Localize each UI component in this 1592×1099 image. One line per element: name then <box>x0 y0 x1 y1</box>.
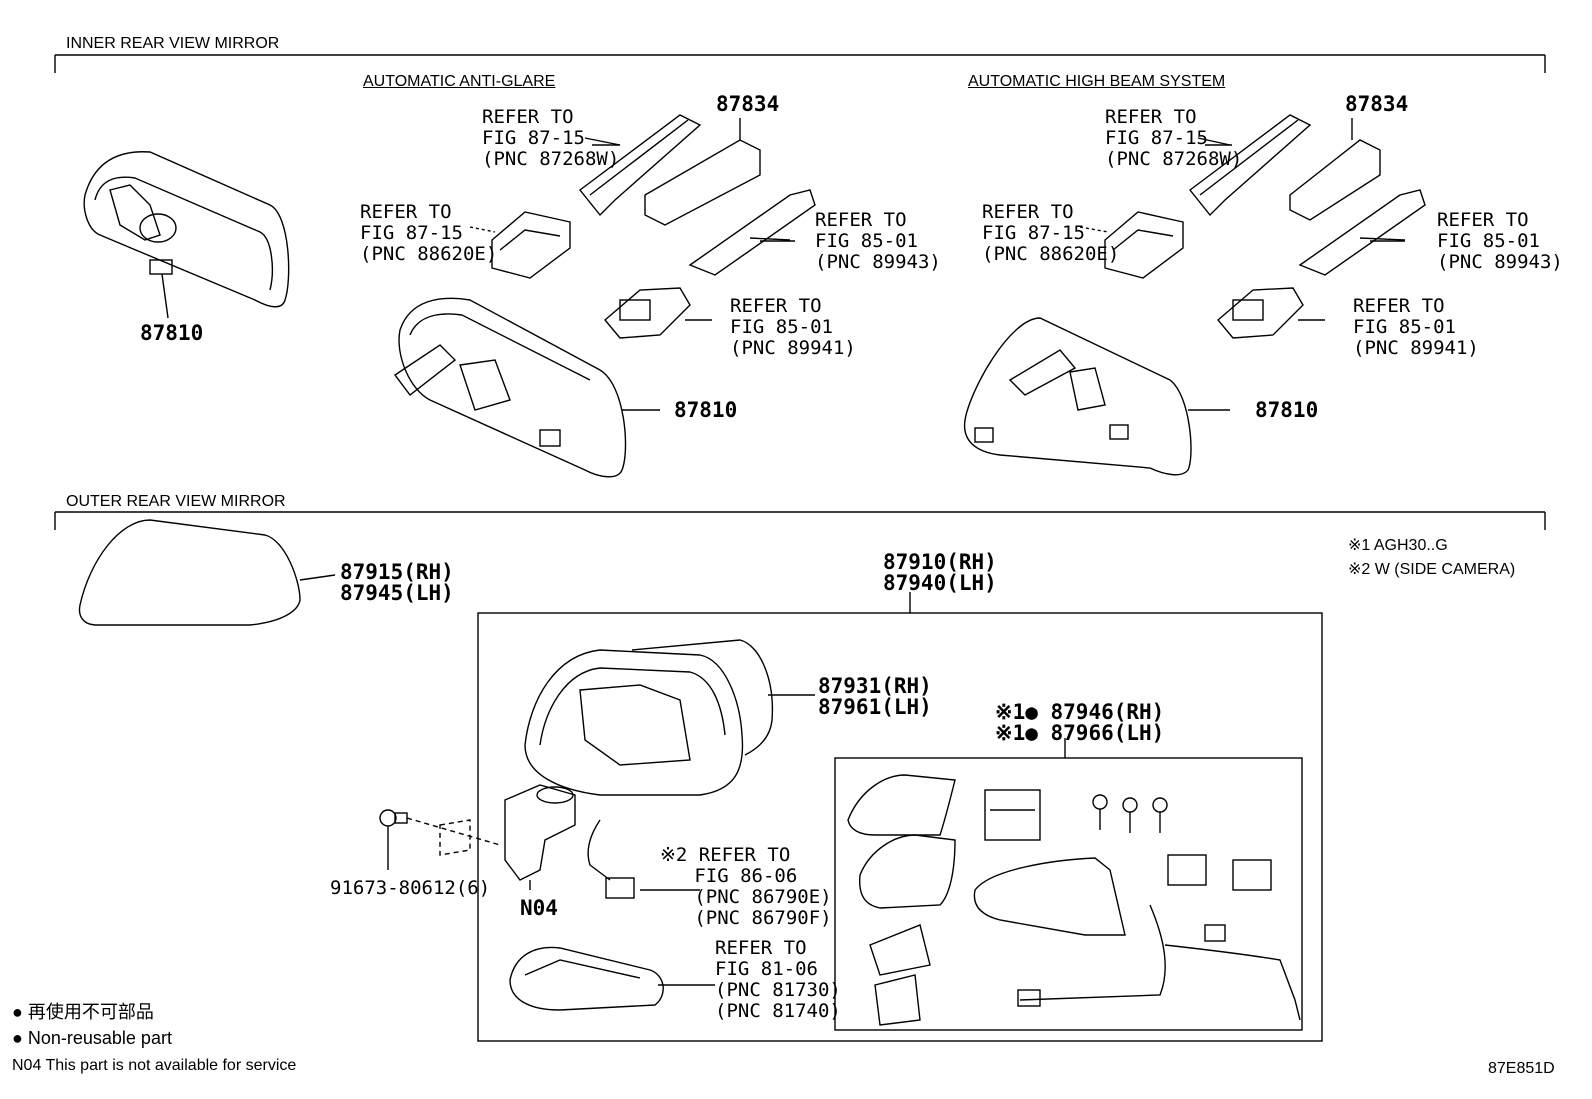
leader-lines <box>592 144 1405 242</box>
legend-non-reusable-en: ● Non-reusable part <box>12 1028 172 1048</box>
wire-harness-drawing <box>1017 904 1301 1021</box>
actuator-drawing <box>984 789 1041 841</box>
high-beam-camera-drawing <box>1217 287 1325 339</box>
subsection-anti-glare: AUTOMATIC ANTI-GLARE <box>363 73 556 90</box>
screw-drawing <box>379 809 501 870</box>
ref-label-hb-88620e: REFER TO FIG 87-15 (PNC 88620E) <box>982 201 1120 265</box>
side-camera-drawing <box>587 819 700 899</box>
ref-label-ag-89941: REFER TO FIG 85-01 (PNC 89941) <box>730 295 856 359</box>
ref-label-hb-89941: REFER TO FIG 85-01 (PNC 89941) <box>1353 295 1479 359</box>
bracket-frame-drawing <box>973 857 1126 936</box>
ref-label-ag-88620e: REFER TO FIG 87-15 (PNC 88620E) <box>360 201 498 265</box>
anti-glare-bracket-drawing <box>579 114 702 217</box>
section-bracket-inner <box>54 54 1546 73</box>
figure-code: 87E851D <box>1488 1060 1555 1077</box>
part-label-mirror-sub-assy: ※1● 87946(RH) ※1● 87966(LH) <box>995 700 1165 745</box>
anti-glare-harness-drawing <box>688 189 816 276</box>
part-label-87810-ag: 87810 <box>674 398 738 422</box>
part-label-87810-basic: 87810 <box>140 321 204 345</box>
mirror-glass-drawing <box>847 774 956 909</box>
part-label-n04: N04 <box>520 896 558 920</box>
part-label-mirror-housing: 87931(RH) 87961(LH) <box>818 674 932 719</box>
outer-assy-box <box>477 592 1323 1042</box>
anti-glare-cover-drawing <box>644 118 761 226</box>
high-beam-mirror-drawing <box>963 317 1230 476</box>
note-2: ※2 W (SIDE CAMERA) <box>1348 561 1516 578</box>
ref-label-turn-lamp: REFER TO FIG 81-06 (PNC 81730) (PNC 8174… <box>715 937 841 1022</box>
part-label-87810-hb: 87810 <box>1255 398 1319 422</box>
part-label-screw: 91673-80612(6) <box>330 877 491 899</box>
screws-small-drawing <box>1092 794 1168 833</box>
legend-non-reusable-ja: ● 再使用不可部品 <box>12 1002 154 1022</box>
section-bracket-outer <box>54 511 1546 530</box>
high-beam-sensor-drawing <box>1079 211 1184 279</box>
part-label-mirror-cover: 87915(RH) 87945(LH) <box>340 560 454 605</box>
anti-glare-mirror-drawing <box>393 297 660 478</box>
ref-label-hb-87268w: REFER TO FIG 87-15 (PNC 87268W) <box>1105 106 1243 170</box>
high-beam-harness-drawing <box>1298 189 1426 276</box>
part-label-87834-hb: 87834 <box>1345 92 1409 116</box>
small-bracket-drawing <box>869 924 931 1026</box>
high-beam-cover-drawing <box>1289 118 1381 221</box>
outer-mirror-cover-drawing <box>78 519 336 626</box>
anti-glare-camera-drawing <box>604 287 712 339</box>
high-beam-bracket-drawing <box>1189 114 1312 217</box>
part-label-mirror-assy: 87910(RH) 87940(LH) <box>883 550 997 595</box>
section-title-inner: INNER REAR VIEW MIRROR <box>66 35 280 52</box>
legend-n04-note: N04 This part is not available for servi… <box>12 1057 297 1074</box>
turn-lamp-drawing <box>509 946 715 1011</box>
clips-drawing <box>1167 854 1272 891</box>
outer-sub-assy-box <box>834 738 1303 1031</box>
ref-label-side-camera: ※2 REFER TO FIG 86-06 (PNC 86790E) (PNC … <box>660 844 832 929</box>
ref-label-hb-89943: REFER TO FIG 85-01 (PNC 89943) <box>1437 209 1563 273</box>
subsection-high-beam: AUTOMATIC HIGH BEAM SYSTEM <box>968 73 1226 90</box>
part-label-87834-ag: 87834 <box>716 92 780 116</box>
anti-glare-sensor-drawing <box>469 211 571 279</box>
mirror-housing-drawing <box>524 639 815 796</box>
section-title-outer: OUTER REAR VIEW MIRROR <box>66 493 286 510</box>
inner-mirror-basic-drawing <box>83 151 290 319</box>
ref-label-ag-89943: REFER TO FIG 85-01 (PNC 89943) <box>815 209 941 273</box>
ref-label-ag-87268w: REFER TO FIG 87-15 (PNC 87268W) <box>482 106 620 170</box>
note-1: ※1 AGH30..G <box>1348 537 1448 554</box>
n04-bracket-drawing <box>504 784 576 890</box>
